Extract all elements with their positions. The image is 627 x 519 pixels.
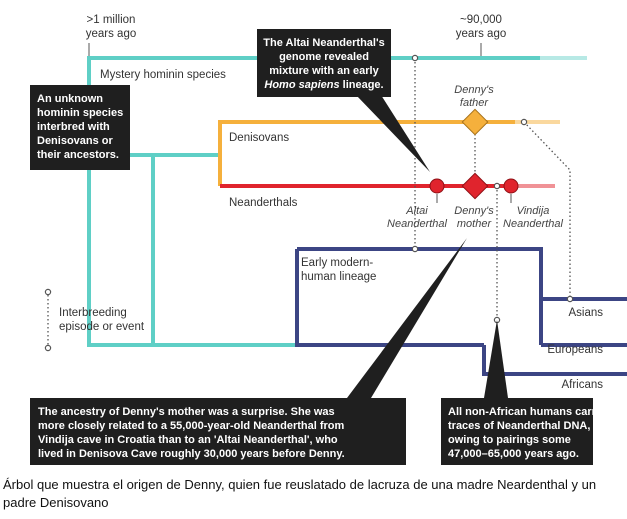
branch-mystery-hominin <box>87 56 587 347</box>
lineage-label-africans: Africans <box>561 379 603 391</box>
callout-nonafrican-line4: 47,000–65,000 years ago. <box>448 448 579 460</box>
callout-altai-genome: The Altai Neanderthal's genome revealed … <box>257 29 391 97</box>
callout-pointers <box>347 95 508 398</box>
callout-altai-line4: Homo sapiens lineage. <box>264 79 383 91</box>
individual-ticks <box>436 194 512 203</box>
callout-unknown-line1: An unknown <box>37 93 103 105</box>
altai-label-line2: Neanderthal <box>387 218 447 230</box>
callout-altai-line3: mixture with an early <box>269 65 379 77</box>
lineage-label-denisovans: Denisovans <box>229 132 289 144</box>
callout-unknown-line5: their ancestors. <box>37 149 119 161</box>
callout-nonafrican-line3: owing to pairings some <box>448 434 571 446</box>
callout-altai-line2: genome revealed <box>279 51 369 63</box>
figure-caption: Árbol que muestra el origen de Denny, qu… <box>3 477 597 510</box>
lineage-label-neanderthals: Neanderthals <box>229 197 298 209</box>
lineage-label-asians: Asians <box>568 307 603 319</box>
callout-unknown-hominin: An unknown hominin species interbred wit… <box>30 85 130 170</box>
vindija-label-line2: Neanderthal <box>503 218 563 230</box>
lineage-label-europeans: Europeans <box>547 344 603 356</box>
callout-unknown-line3: interbred with <box>37 121 110 133</box>
denny-mother-label-line1: Denny's <box>454 205 494 217</box>
denny-mother-label-line2: mother <box>457 218 493 230</box>
legend-label-line2: episode or event <box>59 321 145 333</box>
time-label-left-line1: >1 million <box>87 14 136 26</box>
callout-altai-line1: The Altai Neanderthal's <box>263 37 384 49</box>
denny-mother-marker <box>461 172 489 200</box>
callout-nonafrican-line1: All non-African humans carry <box>448 406 603 418</box>
callout-ancestry-line2: more closely related to a 55,000-year-ol… <box>38 420 345 432</box>
denny-father-marker <box>461 108 489 136</box>
callout-ancestry-line1: The ancestry of Denny's mother was a sur… <box>38 406 335 418</box>
denny-father-label-line2: father <box>460 97 489 109</box>
callout-unknown-line4: Denisovans or <box>37 135 114 147</box>
altai-neanderthal-marker <box>429 178 445 194</box>
callout-nonafrican-line2: traces of Neanderthal DNA, <box>448 420 590 432</box>
lineage-label-modern-line1: Early modern- <box>301 257 373 269</box>
altai-label-line1: Altai <box>405 205 428 217</box>
callout-ancestry-line3: Vindija cave in Croatia than to an 'Alta… <box>38 434 338 446</box>
callout-denny-mother-ancestry: The ancestry of Denny's mother was a sur… <box>30 398 406 465</box>
branch-modern-human <box>295 247 627 376</box>
time-label-left-line2: years ago <box>86 28 137 40</box>
denny-father-label-line1: Denny's <box>454 84 494 96</box>
vindija-label-line1: Vindija <box>517 205 550 217</box>
branch-denisovans <box>218 120 560 186</box>
time-label-right-line1: ~90,000 <box>460 14 502 26</box>
callout-non-african-dna: All non-African humans carry traces of N… <box>441 398 603 465</box>
callout-ancestry-line4: lived in Denisova Cave roughly 30,000 ye… <box>38 448 345 460</box>
callout-unknown-line2: hominin species <box>37 107 123 119</box>
vindija-neanderthal-marker <box>503 178 519 194</box>
lineage-label-modern-line2: human lineage <box>301 271 376 283</box>
lineage-label-mystery: Mystery hominin species <box>100 69 226 81</box>
interbreeding-dots <box>411 54 574 324</box>
legend-label-line1: Interbreeding <box>59 307 127 319</box>
legend-interbreeding: Interbreeding episode or event <box>44 288 145 352</box>
time-label-right-line2: years ago <box>456 28 507 40</box>
